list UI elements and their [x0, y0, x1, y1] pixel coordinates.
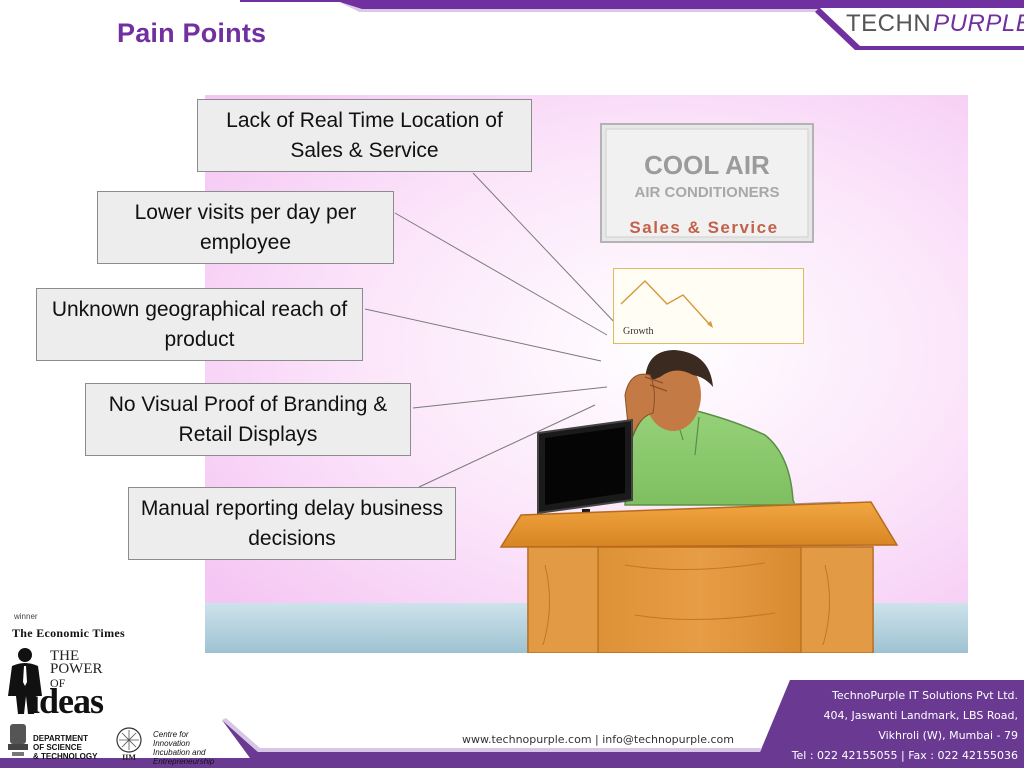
logo-text-part1: TECHN	[846, 10, 932, 37]
cie-line: Centre for	[153, 730, 189, 739]
stressed-person	[624, 350, 797, 506]
national-emblem-icon	[8, 724, 28, 756]
phone-fax: Tel : 022 42155055 | Fax : 022 42155036	[791, 749, 1018, 762]
power-of-ideas-the: THE	[50, 648, 80, 664]
dst-line: & TECHNOLOGY	[33, 752, 98, 761]
iim-logo-icon: IIM	[116, 727, 142, 762]
dst-line: OF SCIENCE	[33, 743, 82, 752]
declining-growth-line	[620, 280, 712, 327]
businessman-silhouette-icon	[8, 648, 42, 714]
pain-point-callout: No Visual Proof of Branding & Retail Dis…	[85, 383, 411, 456]
cie-line: Innovation	[153, 739, 190, 748]
header-decoration	[240, 0, 1024, 50]
cie-logo-text: Centre for Innovation Incubation and Ent…	[153, 730, 214, 766]
page-title: Pain Points	[117, 18, 267, 48]
economic-times-logo: The Economic Times	[12, 626, 125, 640]
footer-decoration	[0, 680, 1024, 768]
technopurple-logo: TECHN PURPLE	[846, 6, 1024, 42]
power-of-ideas-ideas: ideas	[30, 681, 104, 721]
address-line-1: 404, Jaswanti Landmark, LBS Road,	[823, 709, 1018, 722]
company-name: TechnoPurple IT Solutions Pvt Ltd.	[832, 689, 1018, 702]
cie-line: Incubation and	[153, 748, 206, 757]
declining-growth-board: Growth	[613, 268, 804, 344]
callout-pointer-lines	[364, 172, 618, 488]
address-line-2: Vikhroli (W), Mumbai - 79	[878, 729, 1018, 742]
pain-point-callout: Manual reporting delay business decision…	[128, 487, 456, 560]
cool-air-signboard: COOL AIR AIR CONDITIONERS Sales & Servic…	[600, 123, 814, 243]
website-contact: www.technopurple.com | info@technopurple…	[462, 733, 734, 746]
signboard-line3: Sales & Service	[629, 218, 778, 237]
signboard-line1: COOL AIR	[644, 150, 770, 180]
office-desk	[499, 501, 899, 653]
dst-line: DEPARTMENT	[33, 734, 88, 743]
power-of-ideas-power: POWER	[50, 661, 103, 677]
iim-text: IIM	[122, 753, 136, 762]
arrow-down-icon	[707, 321, 713, 328]
logo-text-part2: PURPLE	[933, 10, 1024, 37]
dst-logo-text: DEPARTMENT OF SCIENCE & TECHNOLOGY	[33, 734, 97, 761]
signboard-line2: AIR CONDITIONERS	[634, 184, 779, 201]
power-of-ideas-of: OF	[50, 676, 66, 690]
pain-point-callout: Unknown geographical reach of product	[36, 288, 363, 361]
pain-point-callout: Lack of Real Time Location of Sales & Se…	[197, 99, 532, 172]
office-scene-illustration	[205, 95, 968, 653]
cie-line: Entrepreneurship	[153, 757, 215, 766]
pain-point-callout: Lower visits per day per employee	[97, 191, 394, 264]
company-address: TechnoPurple IT Solutions Pvt Ltd. 404, …	[792, 686, 1018, 766]
growth-label: Growth	[623, 326, 654, 337]
winner-label: winner	[14, 612, 38, 621]
